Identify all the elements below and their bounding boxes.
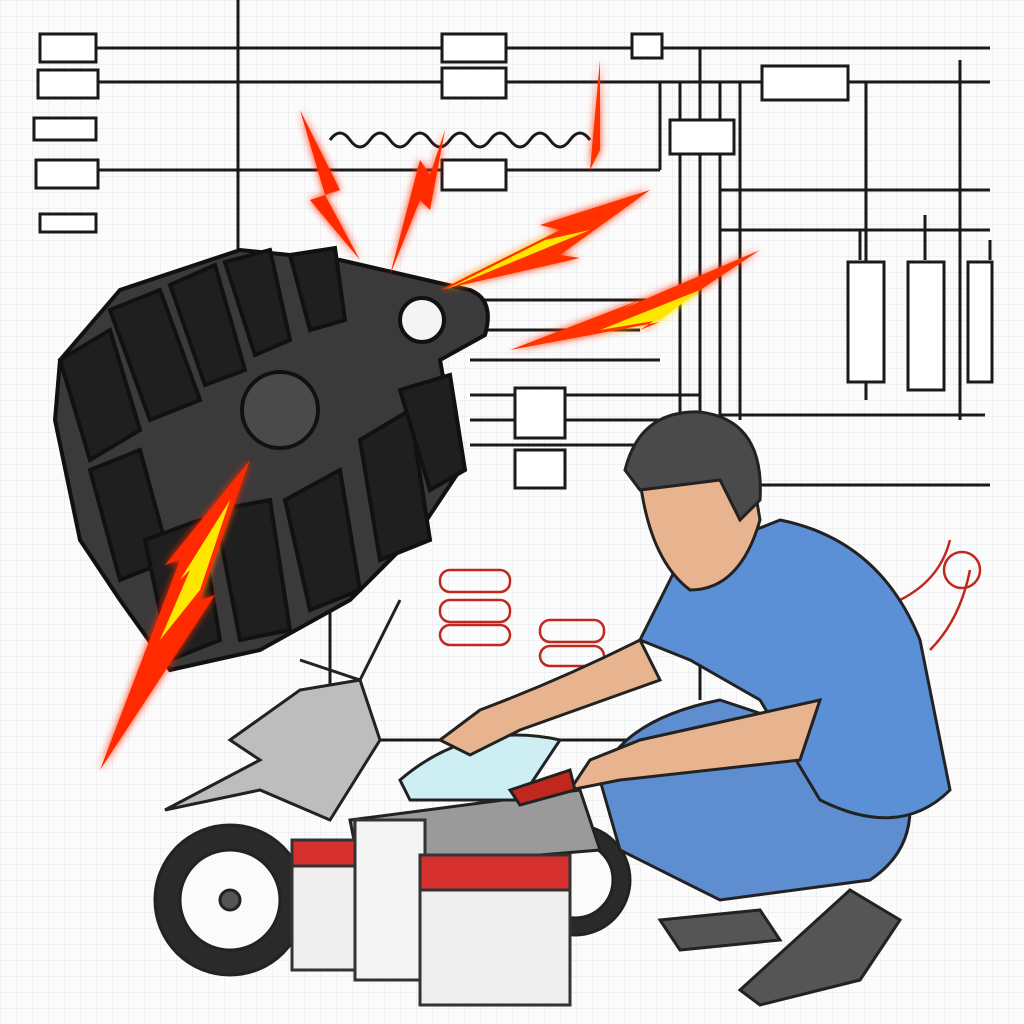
left-arm [437, 637, 663, 757]
regulator-center-boss [240, 370, 320, 450]
shoe-left [657, 908, 783, 952]
batteries [290, 818, 572, 1007]
electric-sparks [100, 60, 760, 770]
motorcycle [153, 599, 632, 977]
wiring-diagram [32, 0, 994, 742]
shirt [637, 518, 952, 820]
red-wiring [438, 539, 982, 668]
hair [623, 410, 762, 523]
battery-right [418, 868, 572, 1007]
tool-handle [507, 768, 577, 807]
regulator-mount-hole [398, 296, 446, 344]
mechanic [437, 410, 952, 1007]
shoe-right [737, 888, 903, 1007]
